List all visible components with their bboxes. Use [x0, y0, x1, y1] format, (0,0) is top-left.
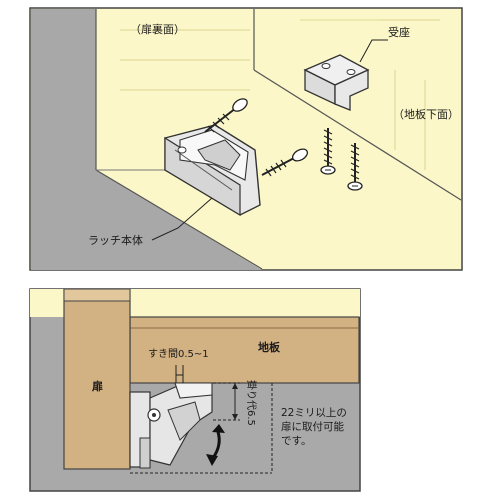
latch-screw-upper [204, 98, 248, 133]
door-panel [63, 288, 131, 470]
shelf-bottom-label: （地板下面） [393, 107, 459, 121]
shelf-label: 地板 [258, 340, 281, 354]
latch-screw-lower [261, 148, 309, 177]
strike-label: 受座 [388, 25, 410, 39]
strike-screw-right [347, 143, 363, 191]
cabinet-side-shadow [31, 9, 262, 270]
note-line-3: です。 [281, 435, 311, 447]
latch-body [164, 124, 261, 217]
note-line-2: 扉に取付可能 [281, 420, 344, 433]
strike-plate [303, 54, 370, 111]
bottom-figure: 扉 地板 すき間0.5~1 掛り代6.5 22ミリ以上の [29, 288, 361, 492]
clearance-label: すき間0.5~1 [148, 348, 209, 360]
note-line-1: 22ミリ以上の [281, 407, 347, 419]
latch-mechanism [129, 382, 213, 469]
overlap-label: 掛り代6.5 [245, 380, 258, 426]
latch-body-label: ラッチ本体 [88, 233, 143, 247]
top-figure: （扉裏面） 受座 （地板下面） [29, 7, 463, 271]
door-back-label: （扉裏面） [130, 22, 185, 36]
strike-screw-left [320, 128, 336, 175]
door-label: 扉 [92, 379, 103, 393]
